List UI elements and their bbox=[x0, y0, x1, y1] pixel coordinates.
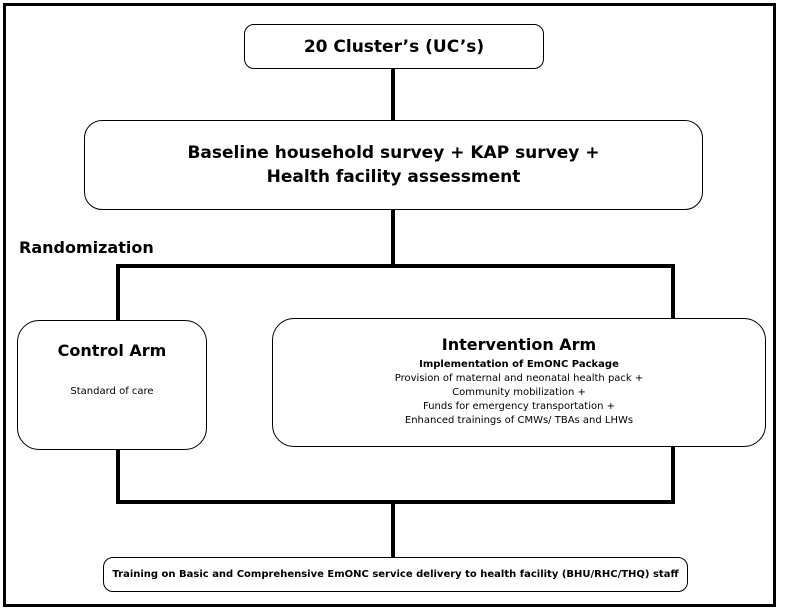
control-arm-title: Control Arm bbox=[57, 341, 167, 360]
connector-top-to-baseline bbox=[391, 69, 395, 120]
baseline-survey-box: Baseline household survey + KAP survey +… bbox=[84, 120, 703, 210]
connector-split-to-intervention bbox=[671, 264, 675, 319]
connector-intervention-to-merge bbox=[671, 447, 675, 502]
clusters-label: 20 Cluster’s (UC’s) bbox=[303, 36, 485, 57]
merge-bar bbox=[116, 500, 675, 504]
control-arm-box: Control Arm Standard of care bbox=[17, 320, 207, 450]
training-label: Training on Basic and Comprehensive EmON… bbox=[112, 569, 679, 580]
clusters-box: 20 Cluster’s (UC’s) bbox=[244, 24, 544, 69]
connector-control-to-merge bbox=[116, 450, 120, 502]
control-arm-text: Standard of care bbox=[70, 386, 154, 397]
baseline-line-1: Baseline household survey + KAP survey + bbox=[187, 143, 600, 163]
intervention-item-2: Community mobilization + bbox=[452, 387, 586, 398]
baseline-line-2: Health facility assessment bbox=[266, 167, 521, 187]
connector-split-to-control bbox=[116, 264, 120, 320]
training-box: Training on Basic and Comprehensive EmON… bbox=[103, 557, 688, 592]
randomization-split-bar bbox=[116, 264, 675, 268]
intervention-arm-box: Intervention Arm Implementation of EmONC… bbox=[272, 318, 766, 447]
intervention-item-4: Enhanced trainings of CMWs/ TBAs and LHW… bbox=[404, 415, 634, 426]
intervention-item-3: Funds for emergency transportation + bbox=[422, 401, 615, 412]
randomization-label: Randomization bbox=[19, 238, 154, 257]
connector-baseline-to-split bbox=[391, 210, 395, 266]
connector-merge-to-training bbox=[391, 500, 395, 557]
intervention-arm-subtitle: Implementation of EmONC Package bbox=[419, 359, 619, 370]
intervention-item-1: Provision of maternal and neonatal healt… bbox=[394, 373, 644, 384]
intervention-arm-title: Intervention Arm bbox=[441, 335, 597, 354]
diagram-frame bbox=[3, 3, 776, 607]
